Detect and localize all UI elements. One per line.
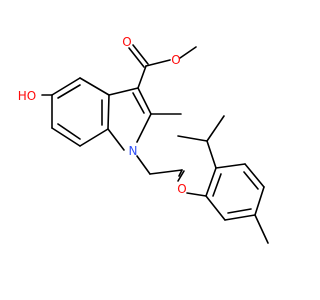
bond (244, 163, 265, 188)
bond (206, 140, 217, 169)
bond (179, 46, 197, 59)
bond (205, 195, 226, 221)
bond (254, 214, 269, 244)
bond (243, 171, 259, 190)
bond (132, 92, 145, 114)
bond (215, 163, 246, 169)
bond (178, 169, 183, 177)
bond (51, 127, 81, 147)
bond (254, 186, 265, 216)
aryl-ether-oxygen-label: O (177, 182, 186, 196)
hydroxyl-label: HO (18, 89, 36, 103)
bond (224, 214, 256, 221)
bond (227, 208, 252, 214)
bond (137, 65, 147, 89)
atom-labels: O O HO N O (18, 35, 187, 196)
bonds (41, 44, 269, 244)
ester-carbonyl-oxygen-label: O (122, 35, 131, 49)
bond (57, 123, 81, 140)
bond (212, 173, 222, 197)
bond (186, 192, 207, 197)
bond (107, 94, 110, 130)
indole-nitrogen-label: N (129, 144, 138, 158)
bond (177, 135, 208, 142)
bond (79, 77, 110, 96)
bond (79, 128, 109, 147)
bond (206, 115, 225, 142)
bond (136, 155, 151, 175)
bond (51, 77, 81, 96)
bond (128, 47, 145, 68)
molecule-diagram: O O HO N O (18, 35, 269, 244)
bond (205, 167, 217, 197)
bond (136, 113, 152, 143)
bond (137, 87, 152, 115)
bond (149, 169, 183, 175)
structure-drawing: O O HO N O (18, 35, 269, 244)
bond (107, 128, 125, 151)
bond (177, 170, 185, 182)
bond (145, 59, 171, 67)
bond (57, 84, 81, 99)
bond (132, 44, 149, 65)
bond (108, 87, 139, 96)
ester-ether-oxygen-label: O (171, 53, 180, 67)
